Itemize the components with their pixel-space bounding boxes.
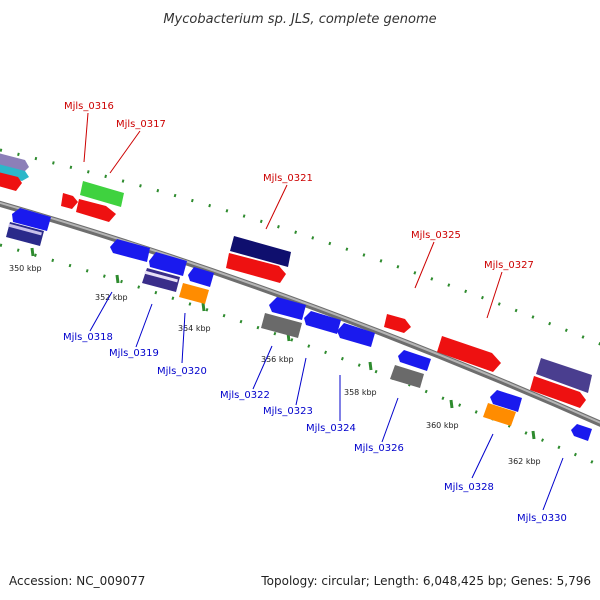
gene-label[interactable]: Mjls_0325 <box>411 230 461 241</box>
gene-arrow[interactable] <box>0 172 22 191</box>
genome-backbone-highlight <box>0 201 600 424</box>
accession-text: Accession: NC_009077 <box>9 574 145 588</box>
gene-arrow[interactable] <box>188 267 214 287</box>
gene-stripe <box>8 223 42 236</box>
gene-arrow[interactable] <box>490 390 522 412</box>
gene-label[interactable]: Mjls_0321 <box>263 173 313 184</box>
reverse-strand-genes <box>6 208 592 441</box>
gene-label[interactable]: Mjls_0323 <box>263 406 313 417</box>
gene-arrow[interactable] <box>530 376 586 408</box>
scale-tick-label: 352 kbp <box>95 293 128 302</box>
gene-arrow[interactable] <box>571 424 592 441</box>
gene-label[interactable]: Mjls_0320 <box>157 366 207 377</box>
gene-label[interactable]: Mjls_0328 <box>444 482 494 493</box>
gene-arrow[interactable] <box>384 314 411 333</box>
scale-tick-label: 354 kbp <box>178 324 211 333</box>
forward-strand-genes <box>0 153 592 408</box>
gene-arrow[interactable] <box>230 236 291 267</box>
gene-arrow[interactable] <box>269 297 306 320</box>
scale-tick-label: 350 kbp <box>9 264 42 273</box>
gene-arrow[interactable] <box>76 199 116 222</box>
gene-stripe <box>144 270 178 283</box>
scale-tick-label: 356 kbp <box>261 355 294 364</box>
gene-label[interactable]: Mjls_0317 <box>116 119 166 130</box>
gene-label[interactable]: Mjls_0327 <box>484 260 534 271</box>
gene-label[interactable]: Mjls_0324 <box>306 423 356 434</box>
gene-arrow[interactable] <box>61 193 78 209</box>
gene-label[interactable]: Mjls_0319 <box>109 348 159 359</box>
scale-tick-label: 362 kbp <box>508 457 541 466</box>
gene-arrow[interactable] <box>398 350 431 371</box>
gene-arrow[interactable] <box>536 358 592 393</box>
gene-arrow[interactable] <box>12 208 51 231</box>
gene-arrow[interactable] <box>390 365 424 388</box>
gene-arrow[interactable] <box>483 403 516 426</box>
gene-arrow[interactable] <box>179 283 209 304</box>
gene-arrow[interactable] <box>337 323 375 347</box>
genome-summary-text: Topology: circular; Length: 6,048,425 bp… <box>260 574 591 588</box>
leader-lines <box>83 112 564 511</box>
gene-arrow[interactable] <box>149 252 187 276</box>
gene-arrow[interactable] <box>261 313 302 338</box>
gene-label[interactable]: Mjls_0318 <box>63 332 113 343</box>
gene-arrow[interactable] <box>304 311 341 334</box>
gene-arrow[interactable] <box>437 336 501 372</box>
gene-label[interactable]: Mjls_0330 <box>517 513 567 524</box>
scale-tick-label: 360 kbp <box>426 421 459 430</box>
gene-arrow[interactable] <box>80 181 124 207</box>
gene-arrow[interactable] <box>0 164 29 181</box>
gene-arrow[interactable] <box>110 239 150 262</box>
map-title: Mycobacterium sp. JLS, complete genome <box>163 12 436 27</box>
gene-label[interactable]: Mjls_0316 <box>64 101 114 112</box>
gene-arrow[interactable] <box>226 253 286 283</box>
reverse-tick-track <box>0 243 600 468</box>
gene-label[interactable]: Mjls_0326 <box>354 443 404 454</box>
gene-label[interactable]: Mjls_0322 <box>220 390 270 401</box>
scale-tick-label: 358 kbp <box>344 388 377 397</box>
